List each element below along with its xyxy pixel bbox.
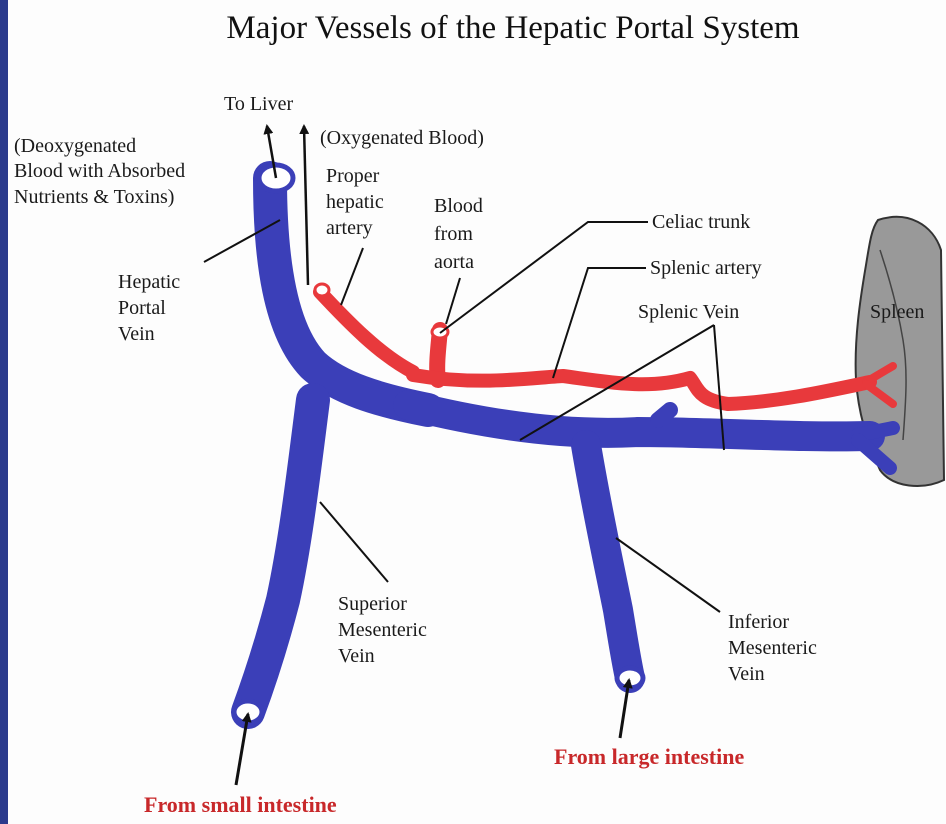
splenic-vein-bump xyxy=(658,410,670,420)
label-deoxygenated-3: Nutrients & Toxins) xyxy=(14,186,174,208)
label-superior-mesenteric-1: Superior xyxy=(338,593,407,615)
inferior-mesenteric-vein-opening xyxy=(617,668,643,688)
label-from-small-intestine: From small intestine xyxy=(144,792,337,817)
label-inferior-mesenteric-3: Vein xyxy=(728,663,765,685)
leader-blood-from-aorta xyxy=(446,278,460,324)
label-blood-from-aorta-2: from xyxy=(434,223,473,245)
label-splenic-vein: Splenic Vein xyxy=(638,301,739,323)
label-proper-hepatic-3: artery xyxy=(326,217,373,239)
label-hepatic-portal-vein-1: Hepatic xyxy=(118,271,180,293)
leader-inferior-mesenteric-vein xyxy=(616,538,720,612)
label-oxygenated: (Oxygenated Blood) xyxy=(320,127,484,149)
label-superior-mesenteric-2: Mesenteric xyxy=(338,619,427,641)
label-splenic-artery: Splenic artery xyxy=(650,257,762,279)
label-inferior-mesenteric-2: Mesenteric xyxy=(728,637,817,659)
splenic-vein-branch-upper xyxy=(858,428,893,435)
leader-superior-mesenteric-vein xyxy=(320,502,388,582)
label-blood-from-aorta-3: aorta xyxy=(434,251,474,273)
superior-mesenteric-vein xyxy=(248,400,313,712)
splenic-vein xyxy=(408,405,870,436)
hepatic-portal-diagram: Major Vessels of the Hepatic Portal Syst… xyxy=(8,0,946,824)
label-hepatic-portal-vein-2: Portal xyxy=(118,297,166,319)
proper-hepatic-artery-opening xyxy=(315,284,329,296)
label-hepatic-portal-vein-3: Vein xyxy=(118,323,155,345)
label-superior-mesenteric-3: Vein xyxy=(338,645,375,667)
label-deoxygenated-1: (Deoxygenated xyxy=(14,135,136,157)
label-proper-hepatic-1: Proper xyxy=(326,165,380,187)
label-spleen: Spleen xyxy=(870,301,924,323)
inferior-mesenteric-vein xyxy=(586,445,630,678)
label-deoxygenated-2: Blood with Absorbed xyxy=(14,160,185,182)
leader-proper-hepatic-artery xyxy=(341,248,363,305)
label-to-liver: To Liver xyxy=(224,93,293,115)
diagram-frame: Major Vessels of the Hepatic Portal Syst… xyxy=(8,0,946,824)
diagram-title: Major Vessels of the Hepatic Portal Syst… xyxy=(226,10,799,46)
splenic-artery xyxy=(413,375,870,404)
label-celiac-trunk: Celiac trunk xyxy=(652,211,750,233)
label-inferior-mesenteric-1: Inferior xyxy=(728,611,789,633)
leader-splenic-artery xyxy=(553,268,646,378)
label-proper-hepatic-2: hepatic xyxy=(326,191,384,213)
label-from-large-intestine: From large intestine xyxy=(554,744,744,769)
label-blood-from-aorta-1: Blood xyxy=(434,195,483,217)
arrow-to-liver-artery xyxy=(304,126,308,285)
artery-system xyxy=(320,292,893,404)
